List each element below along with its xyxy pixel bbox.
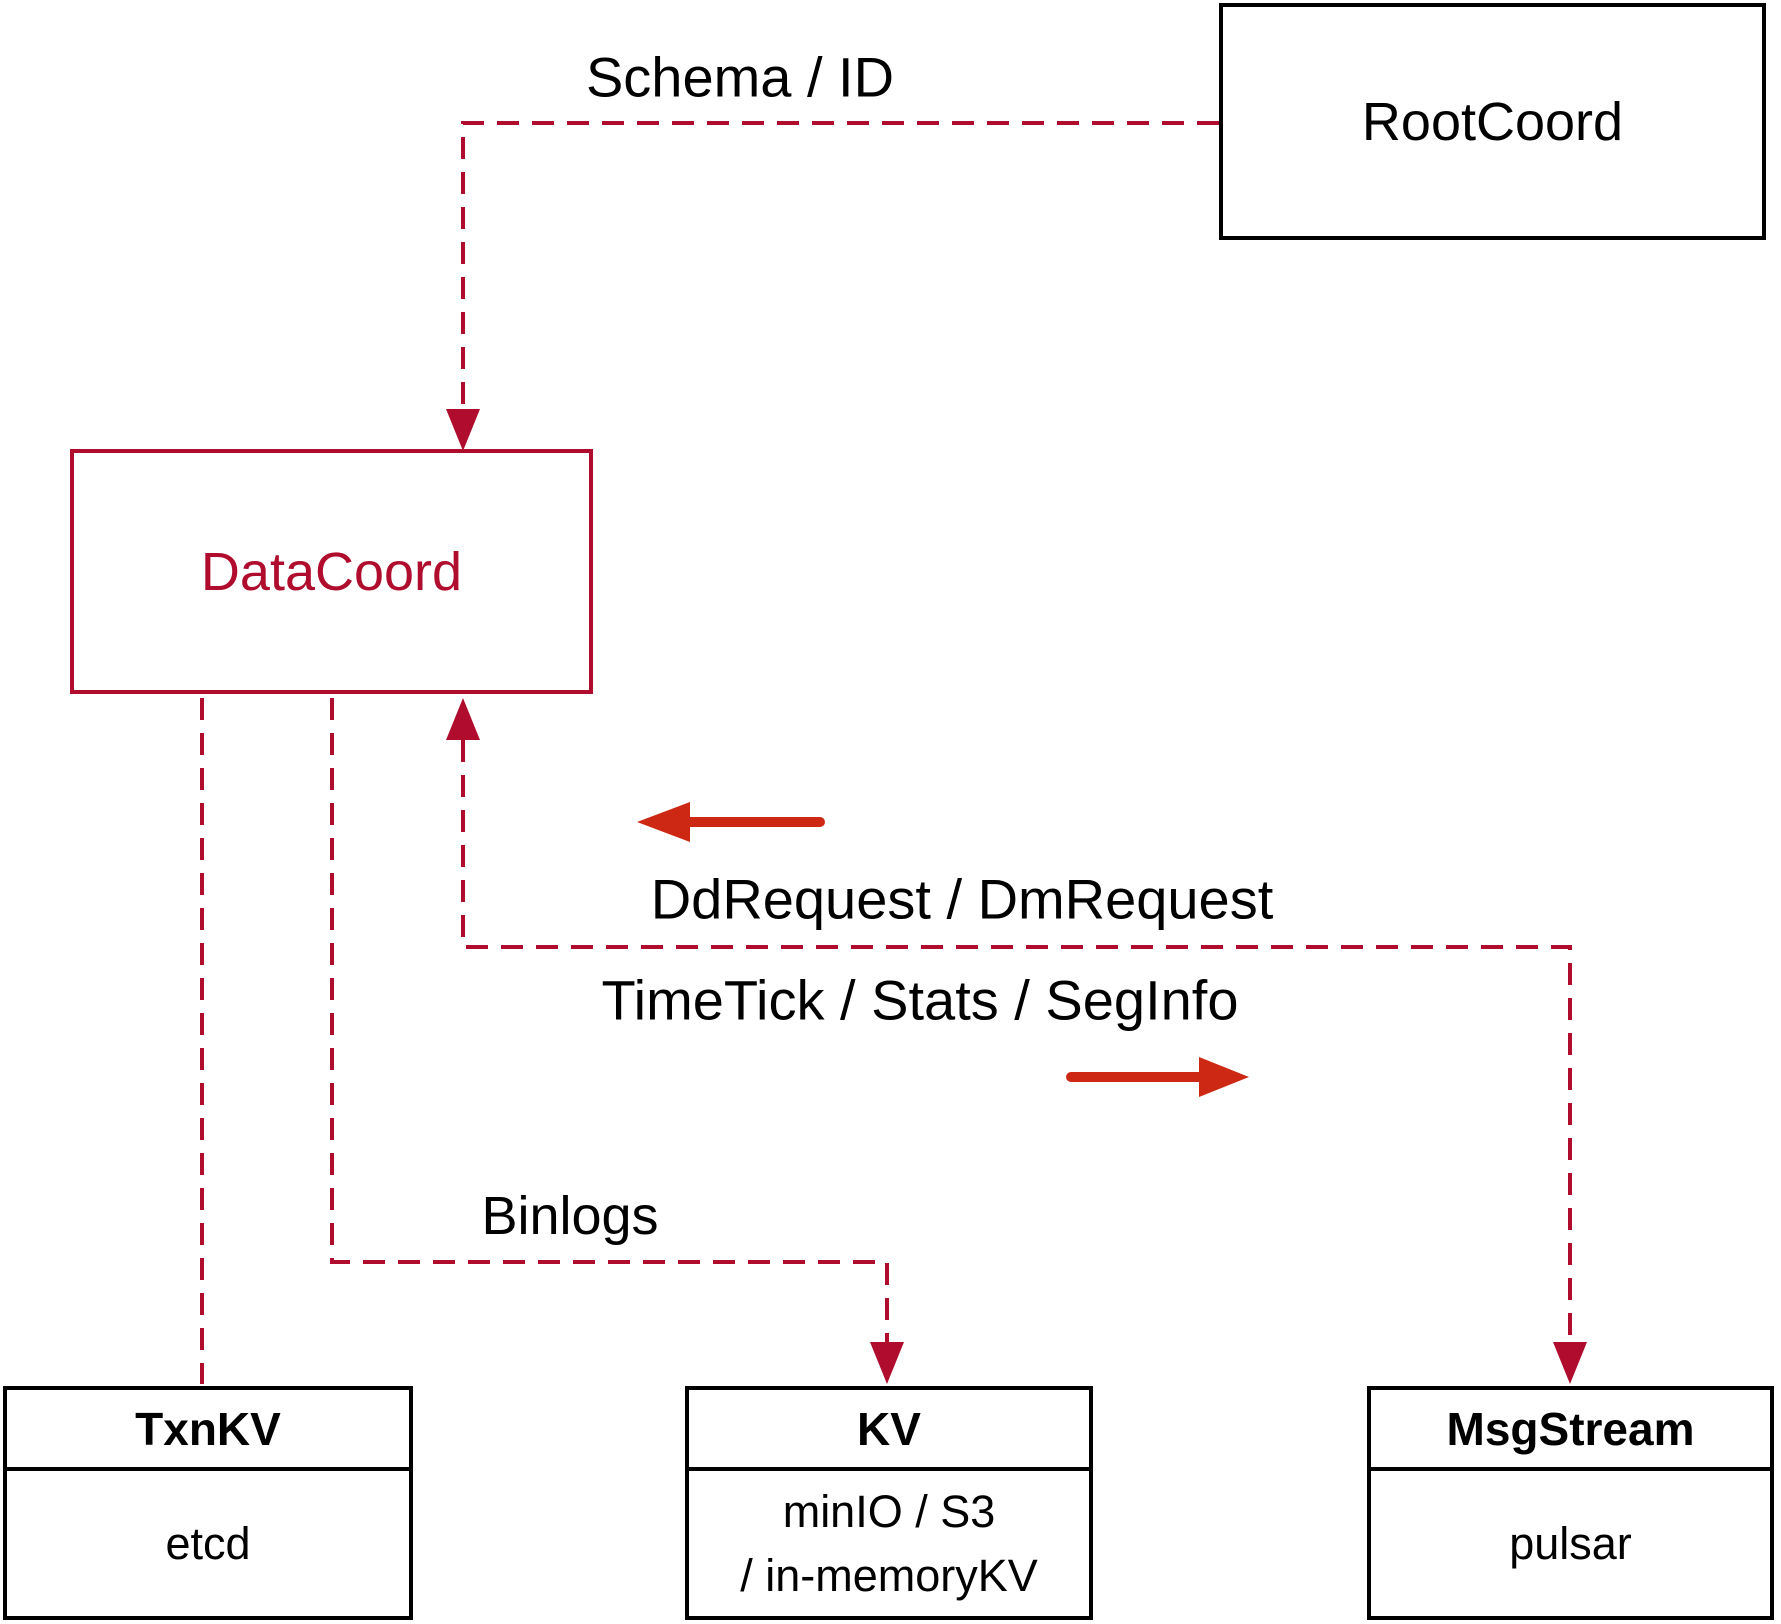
connector-rootcoord-datacoord [446, 121, 1219, 451]
edge-label-schema-id: Schema / ID [585, 45, 895, 109]
edge-label-binlogs: Binlogs [481, 1186, 659, 1246]
rootcoord-node: RootCoord [1219, 3, 1766, 240]
edge-label-ddrequest-dmrequest: DdRequest / DmRequest [650, 867, 1274, 931]
kv-node: KV minIO / S3 / in-memoryKV [685, 1386, 1093, 1620]
msgstream-subtitle: pulsar [1509, 1517, 1632, 1569]
arrowhead-down-icon [1553, 1342, 1587, 1384]
kv-subtitle-line1: minIO / S3 [782, 1485, 996, 1537]
msgstream-node: MsgStream pulsar [1367, 1386, 1774, 1620]
txnkv-node: TxnKV etcd [3, 1386, 413, 1620]
datacoord-label: DataCoord [200, 541, 463, 602]
kv-subtitle-line2: / in-memoryKV [740, 1549, 1038, 1601]
txnkv-title: TxnKV [7, 1390, 409, 1471]
right-arrow-icon [1066, 1057, 1249, 1097]
edge-label-timetick-stats-seginfo: TimeTick / Stats / SegInfo [601, 968, 1239, 1032]
datacoord-node: DataCoord [70, 449, 593, 694]
left-arrow-icon [637, 802, 825, 842]
msgstream-title: MsgStream [1371, 1390, 1770, 1471]
arrowhead-up-icon [446, 698, 480, 740]
arrowhead-down-icon [446, 409, 480, 451]
kv-title: KV [689, 1390, 1089, 1471]
rootcoord-label: RootCoord [1361, 91, 1624, 152]
connector-datacoord-kv [330, 698, 904, 1384]
connector-datacoord-msgstream [446, 698, 1587, 1384]
arrowhead-down-icon [870, 1342, 904, 1384]
txnkv-subtitle: etcd [165, 1517, 251, 1569]
